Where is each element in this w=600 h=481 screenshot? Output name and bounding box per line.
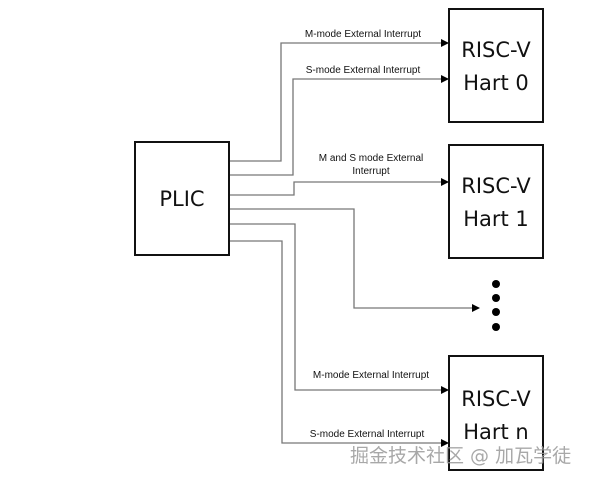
hart-0-line2: Hart 0	[463, 71, 529, 95]
hart-n-line1: RISC-V	[461, 387, 531, 411]
label-hartn-m: M-mode External Interrupt	[313, 370, 429, 381]
wire-hart1-ms	[229, 178, 449, 196]
label-hart1-ms-2: Interrupt	[352, 166, 389, 177]
wire-other-harts	[229, 208, 480, 312]
label-hart0-s: S-mode External Interrupt	[306, 65, 421, 76]
wire-hartn-m	[229, 223, 449, 394]
hart-1-line1: RISC-V	[461, 174, 531, 198]
hart-0-block: RISC-V Hart 0	[448, 8, 544, 123]
label-hart0-m: M-mode External Interrupt	[305, 29, 421, 40]
label-hart1-ms-1: M and S mode External	[319, 153, 424, 164]
plic-block: PLIC	[134, 141, 230, 256]
hart-n-line2: Hart n	[463, 420, 529, 444]
ellipsis-dots	[492, 280, 500, 331]
wire-hart0-s	[229, 75, 449, 176]
wire-hartn-s	[229, 240, 449, 447]
watermark: 掘金技术社区 @ 加瓦学徒	[350, 445, 571, 467]
label-hartn-s: S-mode External Interrupt	[310, 429, 425, 440]
hart-0-line1: RISC-V	[461, 38, 531, 62]
hart-1-block: RISC-V Hart 1	[448, 144, 544, 259]
hart-1-line2: Hart 1	[463, 207, 529, 231]
wire-hart0-m	[229, 39, 449, 162]
plic-label: PLIC	[159, 187, 204, 211]
hart-n-block: RISC-V Hart n	[448, 355, 544, 471]
